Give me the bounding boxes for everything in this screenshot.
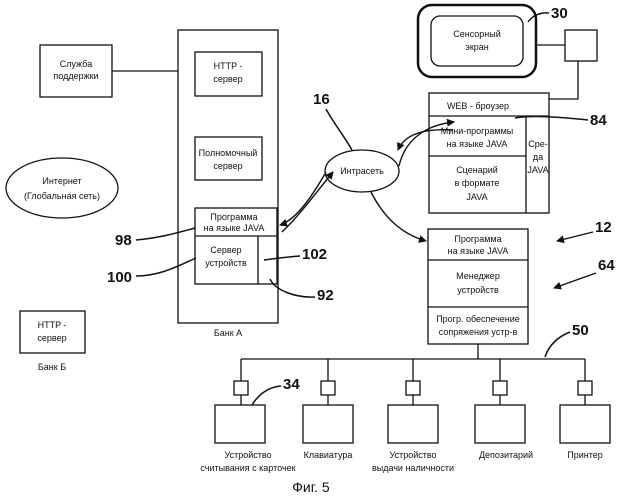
intranet-label: Интрасеть [340, 166, 384, 176]
http-server-b-box: HTTP - сервер [20, 311, 85, 353]
depository-label: Депозитарий [479, 450, 533, 460]
card-reader-device: Устройство считывания с карточек [200, 359, 295, 473]
card-reader-label-line1: Устройство [224, 450, 271, 460]
java-env-label-line2: да [533, 152, 543, 162]
java-b-label-line2: на языке JAVA [448, 246, 509, 256]
java-a-label-line1: Программа [210, 212, 257, 222]
interface-sw-label-line1: Прогр. обеспечение [436, 314, 520, 324]
bank-a-label: Банк А [214, 328, 242, 338]
ref-50-pointer [545, 332, 570, 357]
printer-label: Принтер [567, 450, 603, 460]
proxy-label-line2: сервер [213, 161, 242, 171]
ref-50: 50 [572, 322, 589, 339]
depository-device: Депозитарий [475, 359, 533, 460]
java-env-label-line3: JAVA [527, 165, 548, 175]
ref-34-pointer [252, 386, 281, 405]
internet-ellipse: Интернет (Глобальная сеть) [6, 158, 118, 218]
http-b-label-line2: сервер [37, 333, 66, 343]
java-env-label-line1: Сре- [528, 139, 548, 149]
browser-terminal: WEB - броузер Мини-программы на языке JA… [429, 93, 549, 213]
cash-dispenser-label-line2: выдачи наличности [372, 463, 454, 473]
cash-dispenser-label-line1: Устройство [389, 450, 436, 460]
ref-64-arrow [554, 273, 596, 288]
java-a-label-line2: на языке JAVA [204, 223, 265, 233]
internet-label-line1: Интернет [42, 176, 81, 186]
intranet-ellipse: Интрасеть [325, 150, 399, 192]
touch-label-line2: экран [465, 42, 489, 52]
http-server-a-box: HTTP - сервер [195, 52, 262, 96]
proxy-label-line1: Полномочный [199, 148, 258, 158]
card-reader-label-line2: считывания с карточек [200, 463, 295, 473]
ref-100: 100 [107, 269, 132, 286]
java-b-label-line1: Программа [454, 234, 501, 244]
device-server-label-line1: Сервер [210, 245, 241, 255]
script-label-line1: Сценарий [456, 165, 498, 175]
ref-98: 98 [115, 232, 132, 249]
touch-label-line1: Сенсорный [453, 29, 501, 39]
touch-screen: Сенсорный экран [418, 5, 536, 77]
applets-label-line1: Мини-программы [441, 126, 514, 136]
interface-sw-label-line2: сопряжения устр-в [439, 327, 518, 337]
support-service-box: Служба поддержки [40, 45, 112, 97]
ref-12-arrow [557, 232, 593, 241]
intranet-to-java-a-arrow [280, 172, 326, 225]
script-label-line3: JAVA [466, 192, 487, 202]
cash-dispenser-device: Устройство выдачи наличности [372, 359, 454, 473]
http-a-label-line2: сервер [213, 74, 242, 84]
ref-84: 84 [590, 112, 607, 129]
script-label-line2: в формате [455, 178, 500, 188]
http-b-label-line1: HTTP - [38, 320, 67, 330]
ref-92: 92 [317, 287, 334, 304]
touch-screen-display [431, 16, 523, 66]
proxy-server-box: Полномочный сервер [195, 137, 262, 180]
intranet-to-terminal-arrow [371, 192, 426, 241]
keyboard-device: Клавиатура [303, 359, 353, 460]
ref-16-pointer [326, 109, 352, 150]
figure-caption: Фиг. 5 [292, 479, 330, 495]
internet-label-line2: (Глобальная сеть) [24, 191, 100, 201]
applets-label-line2: на языке JAVA [447, 139, 508, 149]
http-a-label-line1: HTTP - [214, 61, 243, 71]
device-manager-label-line2: устройств [457, 285, 499, 295]
ref-34: 34 [283, 376, 300, 393]
device-manager-label-line1: Менеджер [456, 271, 500, 281]
keyboard-label: Клавиатура [304, 450, 353, 460]
bank-b-label: Банк Б [38, 362, 66, 372]
device-server-label-line2: устройств [205, 258, 247, 268]
ref-102: 102 [302, 246, 327, 263]
ref-30: 30 [551, 5, 568, 22]
support-label-line1: Служба [60, 59, 92, 69]
ref-12: 12 [595, 219, 612, 236]
terminal-software-stack: Программа на языке JAVA Менеджер устройс… [428, 229, 528, 344]
printer-device: Принтер [560, 359, 610, 460]
java-a-to-intranet-arrow [282, 172, 333, 232]
browser-label: WEB - броузер [447, 101, 509, 111]
ref-64: 64 [598, 257, 615, 274]
terminal-unit-box [565, 30, 597, 61]
support-label-line2: поддержки [53, 71, 98, 81]
ref-16: 16 [313, 91, 330, 108]
